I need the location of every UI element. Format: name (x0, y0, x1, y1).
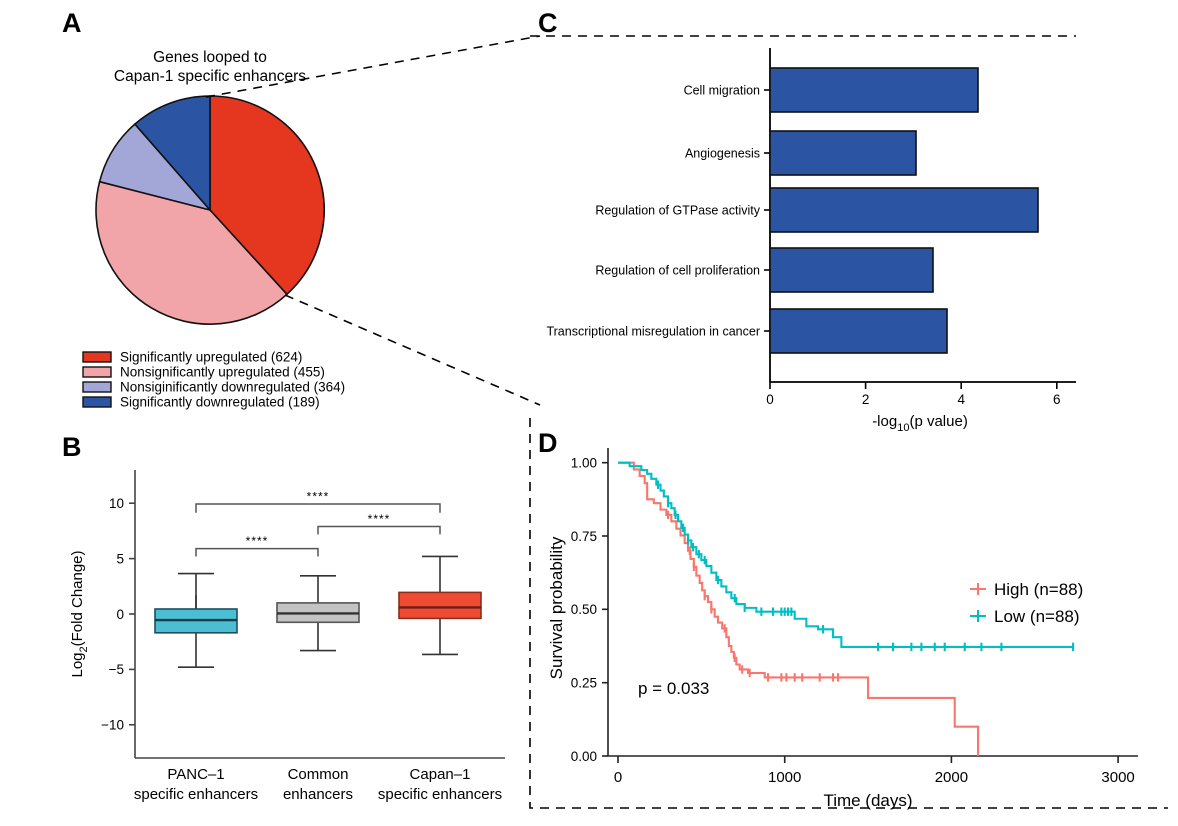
x-tick-label-2000: 2000 (935, 769, 968, 786)
y-tick-label-100: 1.00 (571, 456, 597, 471)
km-line-high (618, 461, 980, 756)
category-label-0: Cell migration (684, 84, 760, 98)
panel-b: B 10 5 0 −5 −10 Log2(Fold Change) (0, 424, 540, 826)
panel-b-letter: B (62, 432, 82, 462)
x-tick-label-6: 6 (1053, 392, 1061, 407)
panel-a: A Genes looped to Capan-1 specific enhan… (0, 0, 541, 430)
panel-a-pie-chart: Genes looped to Capan-1 specific enhance… (82, 35, 541, 410)
legend-swatch-significantly-downregulated (82, 396, 112, 408)
category-label-4: Transcriptional misregulation in cancer (546, 325, 760, 339)
panel-d-pvalue: p = 0.033 (638, 679, 709, 698)
legend-label-low: Low (n=88) (994, 607, 1080, 626)
significance-label-1: **** (368, 512, 391, 526)
panel-c-x-axis-title: -log10(p value) (872, 413, 968, 434)
legend-label-0: Significantly upregulated (624) (120, 350, 302, 365)
x-label-2-line2: specific enhancers (378, 786, 502, 803)
svg-text:Log2(Fold Change): Log2(Fold Change) (69, 550, 90, 677)
pie-slice-nonsignificantly-upregulated[interactable] (95, 180, 289, 325)
panel-d-letter: D (538, 428, 558, 458)
x-tick-label-4: 4 (957, 392, 965, 407)
x-tick-label-1000: 1000 (768, 769, 801, 786)
pie-title-line2: Capan-1 specific enhancers (114, 68, 306, 85)
y-tick-label-5: 5 (116, 551, 124, 566)
pie-slices (95, 95, 325, 325)
bar-regulation-of-gtpase-activity[interactable] (769, 187, 1039, 233)
xlabel-sub: 10 (897, 422, 909, 434)
panel-c-bar-chart: Cell migration Angiogenesis Regulation o… (530, 35, 1076, 434)
x-tick-label-3000: 3000 (1101, 769, 1134, 786)
legend-marker-high (970, 583, 986, 595)
y-tick-label-neg5: −5 (109, 662, 124, 677)
x-tick-label-0: 0 (614, 769, 622, 786)
box-plot-capan1[interactable] (398, 555, 482, 656)
panel-d-x-axis-title: Time (days) (823, 791, 912, 810)
y-tick-label-0: 0 (116, 607, 124, 622)
category-label-2: Regulation of GTPase activity (595, 204, 760, 218)
xlabel-base: -log (872, 413, 897, 430)
panel-a-letter: A (62, 8, 82, 38)
legend-label-1: Nonsignificantly upregulated (455) (120, 365, 325, 380)
panel-b-y-ticks: 10 5 0 −5 −10 (101, 496, 135, 733)
x-label-0-line2: specific enhancers (134, 786, 258, 803)
bar-angiogenesis[interactable] (769, 130, 917, 176)
panel-d-y-ticks: 1.00 0.75 0.50 0.25 0.00 (571, 456, 608, 764)
y-tick-label-075: 0.75 (571, 529, 597, 544)
legend-label-3: Significantly downregulated (189) (120, 395, 320, 410)
x-label-2-line1: Capan–1 (410, 766, 471, 783)
bar-regulation-of-cell-proliferation[interactable] (769, 247, 934, 293)
svg-text:Survival probability: Survival probability (547, 536, 566, 679)
legend-label-2: Nonsiginificantly downregulated (364) (120, 380, 345, 395)
callout-dashed-border-d (529, 418, 1168, 809)
panel-c-letter: C (538, 8, 558, 38)
pie-legend: Significantly upregulated (624) Nonsigni… (82, 350, 345, 410)
box-plot-panc1[interactable] (154, 572, 238, 668)
x-label-0-line1: PANC–1 (167, 766, 224, 783)
panel-c-category-labels: Cell migration Angiogenesis Regulation o… (546, 84, 770, 339)
y-tick-label-10: 10 (109, 496, 124, 511)
km-curve-group (618, 461, 1075, 756)
panel-c-x-ticks: 0 2 4 6 (766, 382, 1061, 407)
x-tick-label-2: 2 (862, 392, 870, 407)
significance-label-0: **** (246, 534, 269, 548)
ylabel-base: Log (69, 652, 86, 677)
bar-cell-migration[interactable] (769, 67, 979, 113)
pie-slice-significantly-upregulated[interactable] (209, 95, 325, 296)
xlabel-rest: (p value) (909, 413, 967, 430)
legend-swatch-significantly-upregulated (82, 351, 112, 363)
pie-title-line1: Genes looped to (153, 49, 267, 66)
x-label-1-line2: enhancers (283, 786, 353, 803)
y-tick-label-neg10: −10 (101, 718, 124, 733)
ylabel-rest: (Fold Change) (69, 550, 86, 646)
box-plot-common[interactable] (276, 575, 360, 652)
category-label-1: Angiogenesis (685, 147, 760, 161)
legend-swatch-nonsignificantly-downregulated (82, 381, 112, 393)
panel-d-x-ticks: 0 1000 2000 3000 (614, 756, 1135, 786)
panel-c: C Cell migration Angiogenesis Regulation… (520, 0, 1178, 434)
panel-b-box-plot: 10 5 0 −5 −10 Log2(Fold Change) **** ***… (69, 470, 505, 803)
significance-brackets (195, 503, 441, 557)
panel-d: D 1.00 0.75 0.50 0.25 0.00 0 1000 (520, 418, 1178, 826)
panel-d-y-axis-title: Survival probability (547, 536, 566, 679)
y-tick-label-050: 0.50 (571, 602, 597, 617)
panel-c-bars (769, 67, 1039, 354)
significance-label-2: **** (307, 490, 330, 504)
connector-lines (205, 35, 541, 406)
x-tick-label-0: 0 (766, 392, 774, 407)
bar-transcriptional-misregulation-in-cancer[interactable] (769, 308, 948, 354)
panel-b-y-axis-title: Log2(Fold Change) (69, 550, 90, 677)
ylabel-sub: 2 (78, 646, 90, 652)
panel-d-legend: High (n=88) Low (n=88) (970, 580, 1083, 626)
y-tick-label-000: 0.00 (571, 749, 597, 764)
category-label-3: Regulation of cell proliferation (595, 264, 760, 278)
x-label-1-line1: Common (288, 766, 349, 783)
legend-swatch-nonsignificantly-upregulated (82, 366, 112, 378)
panel-d-survival-chart: 1.00 0.75 0.50 0.25 0.00 0 1000 2000 300… (529, 418, 1168, 810)
panel-b-x-labels: PANC–1 specific enhancers Common enhance… (134, 766, 502, 803)
legend-label-high: High (n=88) (994, 580, 1083, 599)
legend-marker-low (970, 610, 986, 622)
y-tick-label-025: 0.25 (571, 676, 597, 691)
